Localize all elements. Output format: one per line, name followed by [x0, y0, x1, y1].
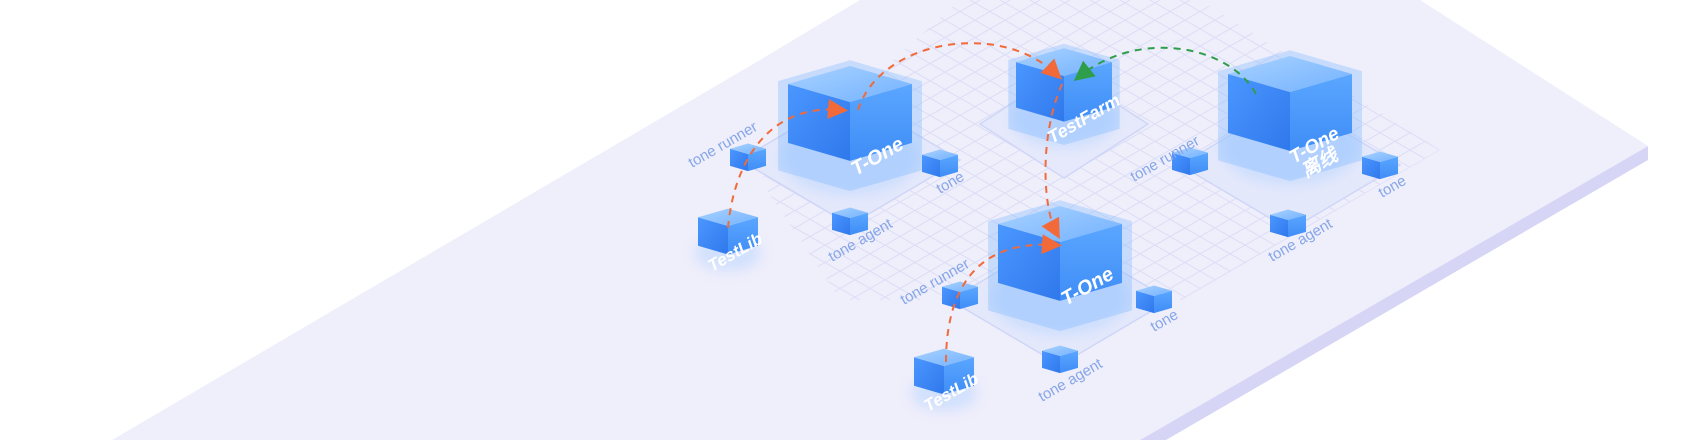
cluster-2-main-cube-top [998, 206, 1122, 242]
cluster-1-agent-cube-left-face [832, 212, 850, 236]
cluster-3-runner-cube-top [1172, 147, 1208, 158]
cluster-3-agent-cube [1270, 209, 1306, 238]
cluster-1-testlib-cube [695, 208, 761, 271]
grid-line [1149, 0, 1440, 301]
cluster-1-tone-cube [922, 149, 958, 178]
grid-line [760, 0, 981, 301]
cluster-1-runner-cube-top [730, 143, 766, 154]
cluster-3-tone-cube-left-face [1362, 156, 1380, 180]
cluster-2-main-cube [988, 200, 1132, 335]
grid-line [1690, 0, 1698, 300]
cluster-3-main-cube [1218, 50, 1362, 185]
cluster-3-main-cube-top [1228, 56, 1352, 92]
grid-line [760, 0, 951, 301]
cluster-2-tone-cube-left-face [1136, 290, 1154, 314]
testfarm-cube [1008, 43, 1120, 148]
grid-line [1660, 0, 1698, 300]
arrow-testlib2-to-tone2 [945, 234, 1062, 363]
cluster-3-tone-cube-top [1362, 151, 1398, 162]
grid-line [760, 0, 1011, 301]
cluster-1-tone-cube-top [922, 149, 958, 160]
cluster-1-testlib-cube-left-face [698, 217, 728, 255]
grid-line [1660, 0, 1698, 300]
cluster-2-runner-cube-right-face [960, 286, 978, 310]
cluster-3-agent-cube-right-face [1288, 214, 1306, 238]
cluster-3-tone-cube-right-face [1380, 156, 1398, 180]
cluster-3-main-cube-right-face [1290, 74, 1352, 151]
cluster-1-agent-cube-right-face [850, 212, 868, 236]
cluster-2-runner-cube-left-face [942, 286, 960, 310]
cluster-2-agent-cube-right-face [1060, 350, 1078, 374]
cluster-3-tone-cube [1362, 151, 1398, 180]
arrows-layer [727, 42, 1257, 363]
cluster-2-tone-cube-right-face [1154, 290, 1172, 314]
cluster-1-agent-cube [832, 207, 868, 236]
cluster-1-tone-cube-right-face [940, 154, 958, 178]
arrow-tone-offline-to-testfarm [1073, 46, 1257, 95]
cluster-3-runner-cube-left-face [1172, 152, 1190, 176]
cluster-1-main-cube [778, 60, 922, 195]
cluster-2-testlib-cube-left-face [914, 357, 944, 395]
cluster-3-agent-cube-left-face [1270, 214, 1288, 238]
cluster-2-runner-cube [942, 281, 978, 310]
cluster-1-testlib-cube-right-face [728, 217, 758, 255]
cluster-3-agent-cube-top [1270, 209, 1306, 220]
cluster-1-runner-cube-left-face [730, 148, 748, 172]
grid-line [760, 0, 1251, 301]
cluster-2-agent-cube-top [1042, 345, 1078, 356]
cluster-3-main-cube-left-face [1228, 74, 1290, 151]
arrow-tone1-to-testfarm [857, 42, 1062, 111]
arrow-testlib1-to-tone1 [727, 99, 848, 229]
cluster-2-tone-cube [1136, 285, 1172, 314]
cluster-1-runner-cube-right-face [748, 148, 766, 172]
cluster-1-tone-cube-left-face [922, 154, 940, 178]
cluster-3-runner-cube-right-face [1190, 152, 1208, 176]
cluster-2-tone-cube-top [1136, 285, 1172, 296]
grid-line [1179, 0, 1440, 301]
grid-line [760, 0, 921, 301]
cluster-2-agent-cube [1042, 345, 1078, 374]
cluster-1-runner-cube [730, 143, 766, 172]
cluster-1-main-cube-right-face [850, 84, 912, 161]
cluster-1-testlib-cube-top [698, 208, 758, 226]
grid-line [1690, 0, 1698, 300]
cluster-2-agent-cube-left-face [1042, 350, 1060, 374]
cluster-1-agent-cube-top [832, 207, 868, 218]
cluster-2-testlib-cube [911, 348, 977, 411]
cubes-layer [695, 43, 1398, 411]
cluster-2-testlib-cube-top [914, 348, 974, 366]
cluster-2-testlib-cube-right-face [944, 357, 974, 395]
grid-line [1119, 0, 1440, 301]
grid-line [1179, 0, 1440, 301]
cluster-2-main-cube-right-face [1060, 224, 1122, 301]
cluster-2-runner-cube-top [942, 281, 978, 292]
cluster-3-runner-cube [1172, 147, 1208, 176]
